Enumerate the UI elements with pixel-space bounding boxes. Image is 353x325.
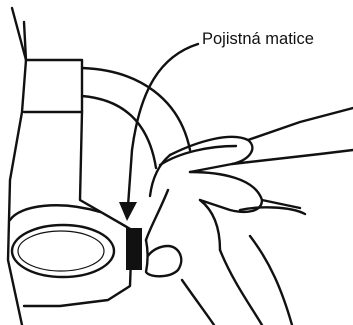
oval-boss (12, 225, 114, 277)
hand (146, 108, 353, 325)
lock-nut (126, 228, 142, 270)
callout-label: Pojistná matice (202, 31, 314, 48)
